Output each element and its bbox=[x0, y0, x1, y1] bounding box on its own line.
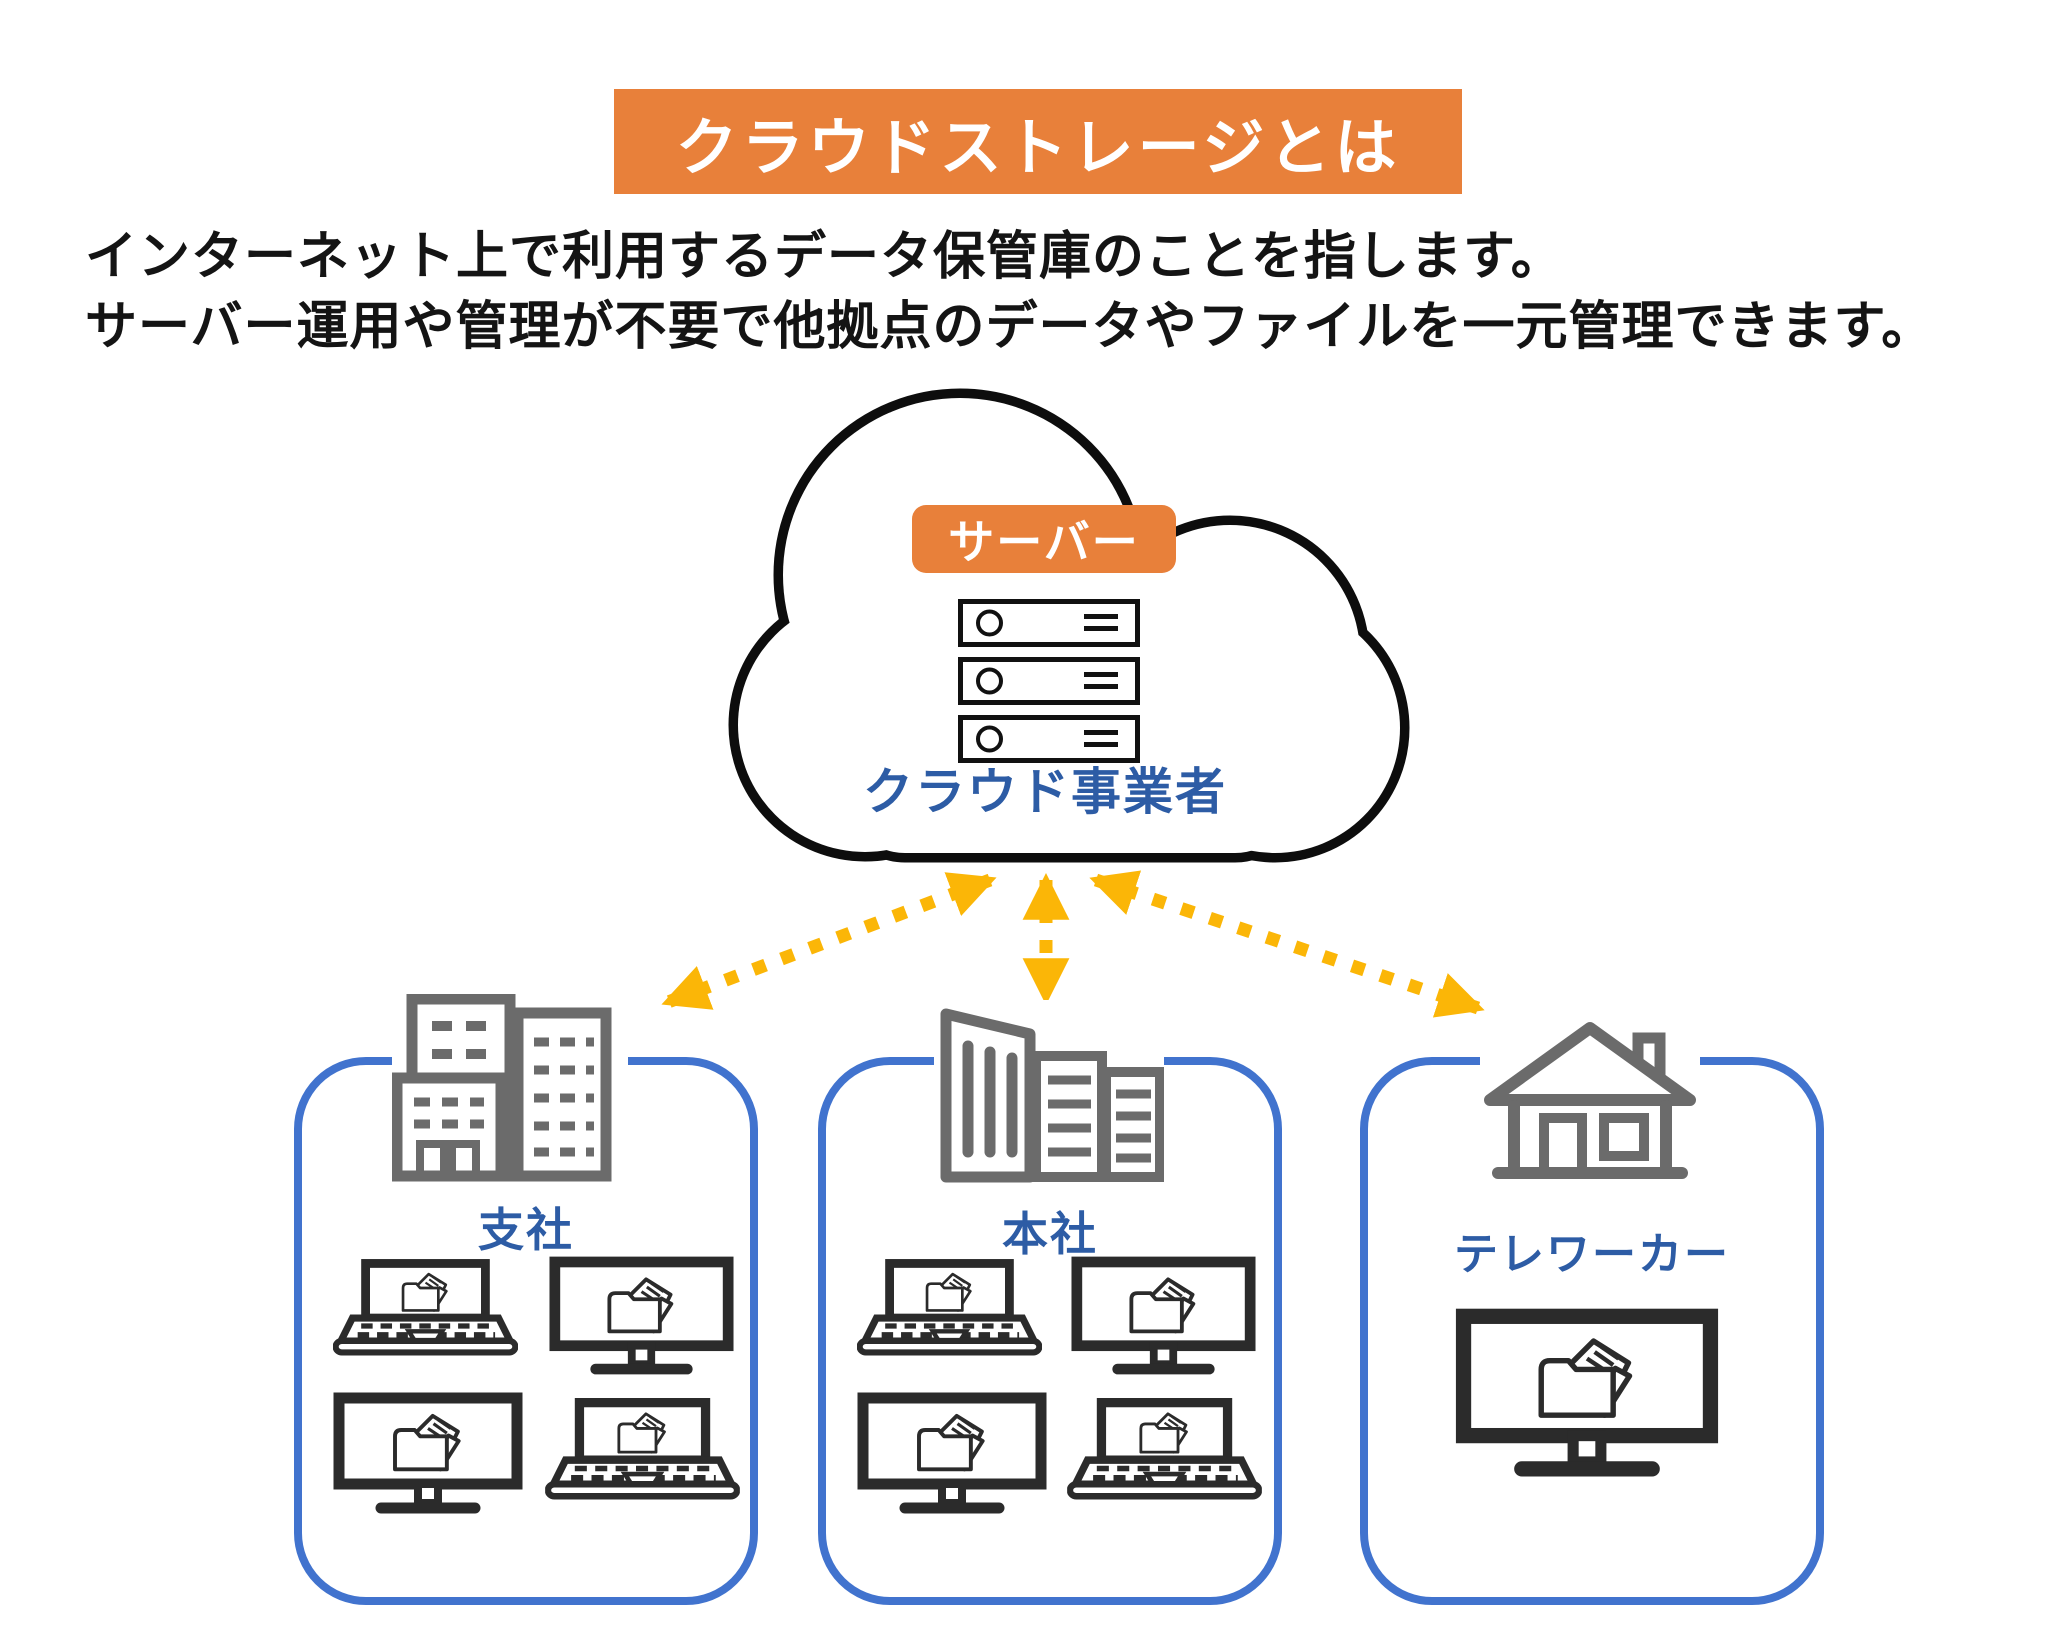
laptop-folder-icon bbox=[545, 1398, 740, 1500]
sync-arrow-left bbox=[661, 872, 997, 1010]
monitor-folder-icon bbox=[1071, 1256, 1256, 1377]
house-icon bbox=[1480, 1020, 1700, 1190]
server-stack-icon bbox=[958, 599, 1140, 773]
intro-line-2: サーバー運用や管理が不要で他拠点のデータやファイルを一元管理できます。 bbox=[85, 298, 1935, 356]
laptop-folder-icon bbox=[1067, 1398, 1262, 1500]
monitor-folder-icon bbox=[1455, 1308, 1719, 1480]
server-bay-icon bbox=[958, 599, 1140, 647]
monitor-folder-icon bbox=[333, 1392, 523, 1516]
sync-arrow-right bbox=[1089, 870, 1485, 1018]
site-label-branch: 支社 bbox=[478, 1204, 574, 1256]
monitor-folder-icon bbox=[549, 1256, 734, 1377]
laptop-folder-icon bbox=[857, 1259, 1042, 1356]
office-towers-icon bbox=[934, 1000, 1164, 1184]
site-label-hq: 本社 bbox=[1002, 1208, 1098, 1260]
office-buildings-icon bbox=[392, 994, 628, 1184]
site-label-teleworker: テレワーカー bbox=[1454, 1230, 1730, 1279]
laptop-folder-icon bbox=[333, 1259, 518, 1356]
server-bay-icon bbox=[958, 657, 1140, 705]
server-badge-label: サーバー bbox=[948, 516, 1140, 568]
cloud-provider-label: クラウド事業者 bbox=[863, 764, 1227, 820]
server-bay-icon bbox=[958, 715, 1140, 763]
intro-text: インターネット上で利用するデータ保管庫のことを指します。 サーバー運用や管理が不… bbox=[85, 222, 2005, 362]
intro-line-1: インターネット上で利用するデータ保管庫のことを指します。 bbox=[85, 228, 1564, 286]
title-banner: クラウドストレージとは bbox=[614, 89, 1462, 194]
page-title: クラウドストレージとは bbox=[675, 113, 1401, 183]
monitor-folder-icon bbox=[857, 1392, 1047, 1516]
server-badge: サーバー bbox=[912, 505, 1176, 573]
